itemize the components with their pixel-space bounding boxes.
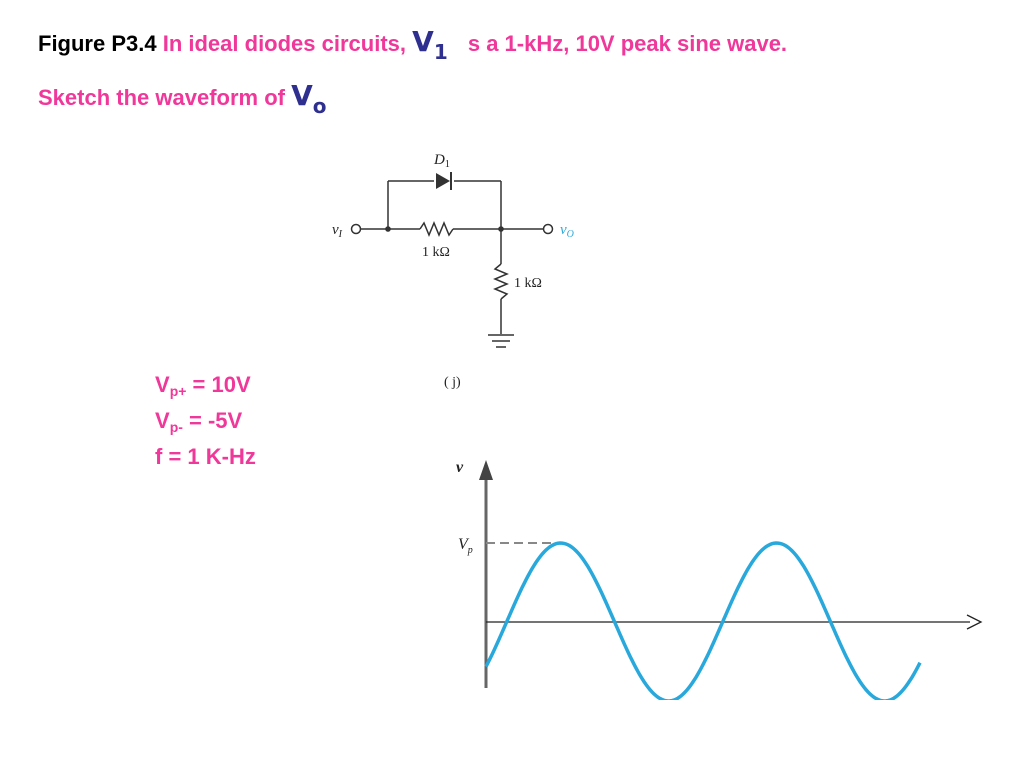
heading-text-a: In ideal diodes circuits, — [162, 31, 407, 56]
vertical-axis-arrow — [479, 460, 493, 480]
circuit-caption: ( j) — [444, 375, 461, 390]
vi-subscript: 1 — [433, 40, 448, 64]
waveform-plot: v Vp — [456, 459, 983, 700]
param-vp-minus: Vp- = -5V — [155, 408, 243, 435]
shunt-resistor-label: 1 kΩ — [514, 276, 542, 291]
param-vp-plus: Vp+ = 10V — [155, 372, 251, 399]
param-frequency: f = 1 K-Hz — [155, 444, 256, 469]
heading-line-1: Figure P3.4 In ideal diodes circuits, V1… — [38, 25, 788, 63]
junction-dot-right — [498, 226, 504, 232]
axis-label-v: v — [456, 459, 464, 476]
sine-wave — [484, 541, 922, 700]
circuit-diagram: D1 vI vO 1 kΩ 1 kΩ ( j) — [332, 152, 574, 390]
heading-text-b: s a 1-kHz, 10V peak sine wave. — [467, 31, 788, 56]
parameter-list: Vp+ = 10V Vp- = -5V f = 1 K-Hz — [155, 370, 256, 472]
output-terminal — [542, 223, 554, 235]
vo-symbol: V — [291, 79, 313, 112]
junction-dot-left — [385, 226, 391, 232]
vi-symbol: V — [412, 25, 434, 58]
peak-label: Vp — [458, 536, 473, 556]
shunt-resistor-symbol — [493, 263, 509, 300]
series-resistor-symbol — [419, 221, 454, 237]
input-label: vI — [332, 222, 343, 240]
vo-subscript: o — [312, 94, 327, 118]
figure-label: Figure P3.4 — [38, 31, 157, 56]
horizontal-axis-arrow — [966, 614, 983, 630]
diode-icon — [436, 173, 450, 189]
diode-label: D1 — [433, 152, 450, 170]
series-resistor-label: 1 kΩ — [422, 245, 450, 260]
input-terminal — [350, 223, 362, 235]
output-label: vO — [560, 222, 574, 240]
heading-text-2: Sketch the waveform of — [38, 85, 285, 110]
heading-line-2: Sketch the waveform of Vo — [38, 79, 327, 117]
